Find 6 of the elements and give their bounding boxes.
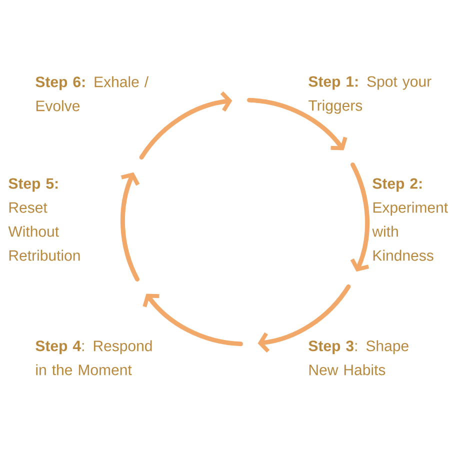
step-label: Step 6: Exhale / Evolve	[36, 76, 149, 112]
step-label: Step 1: Spot your Triggers	[308, 76, 432, 114]
step-label: Step 3: Shape New Habits	[308, 340, 408, 376]
step-label: Step 4: Respond in the Moment	[36, 340, 152, 376]
step-label: Step 5: Reset Without Retribution	[8, 178, 80, 261]
step-label: Step 2: Experiment with Kindness	[372, 178, 448, 261]
